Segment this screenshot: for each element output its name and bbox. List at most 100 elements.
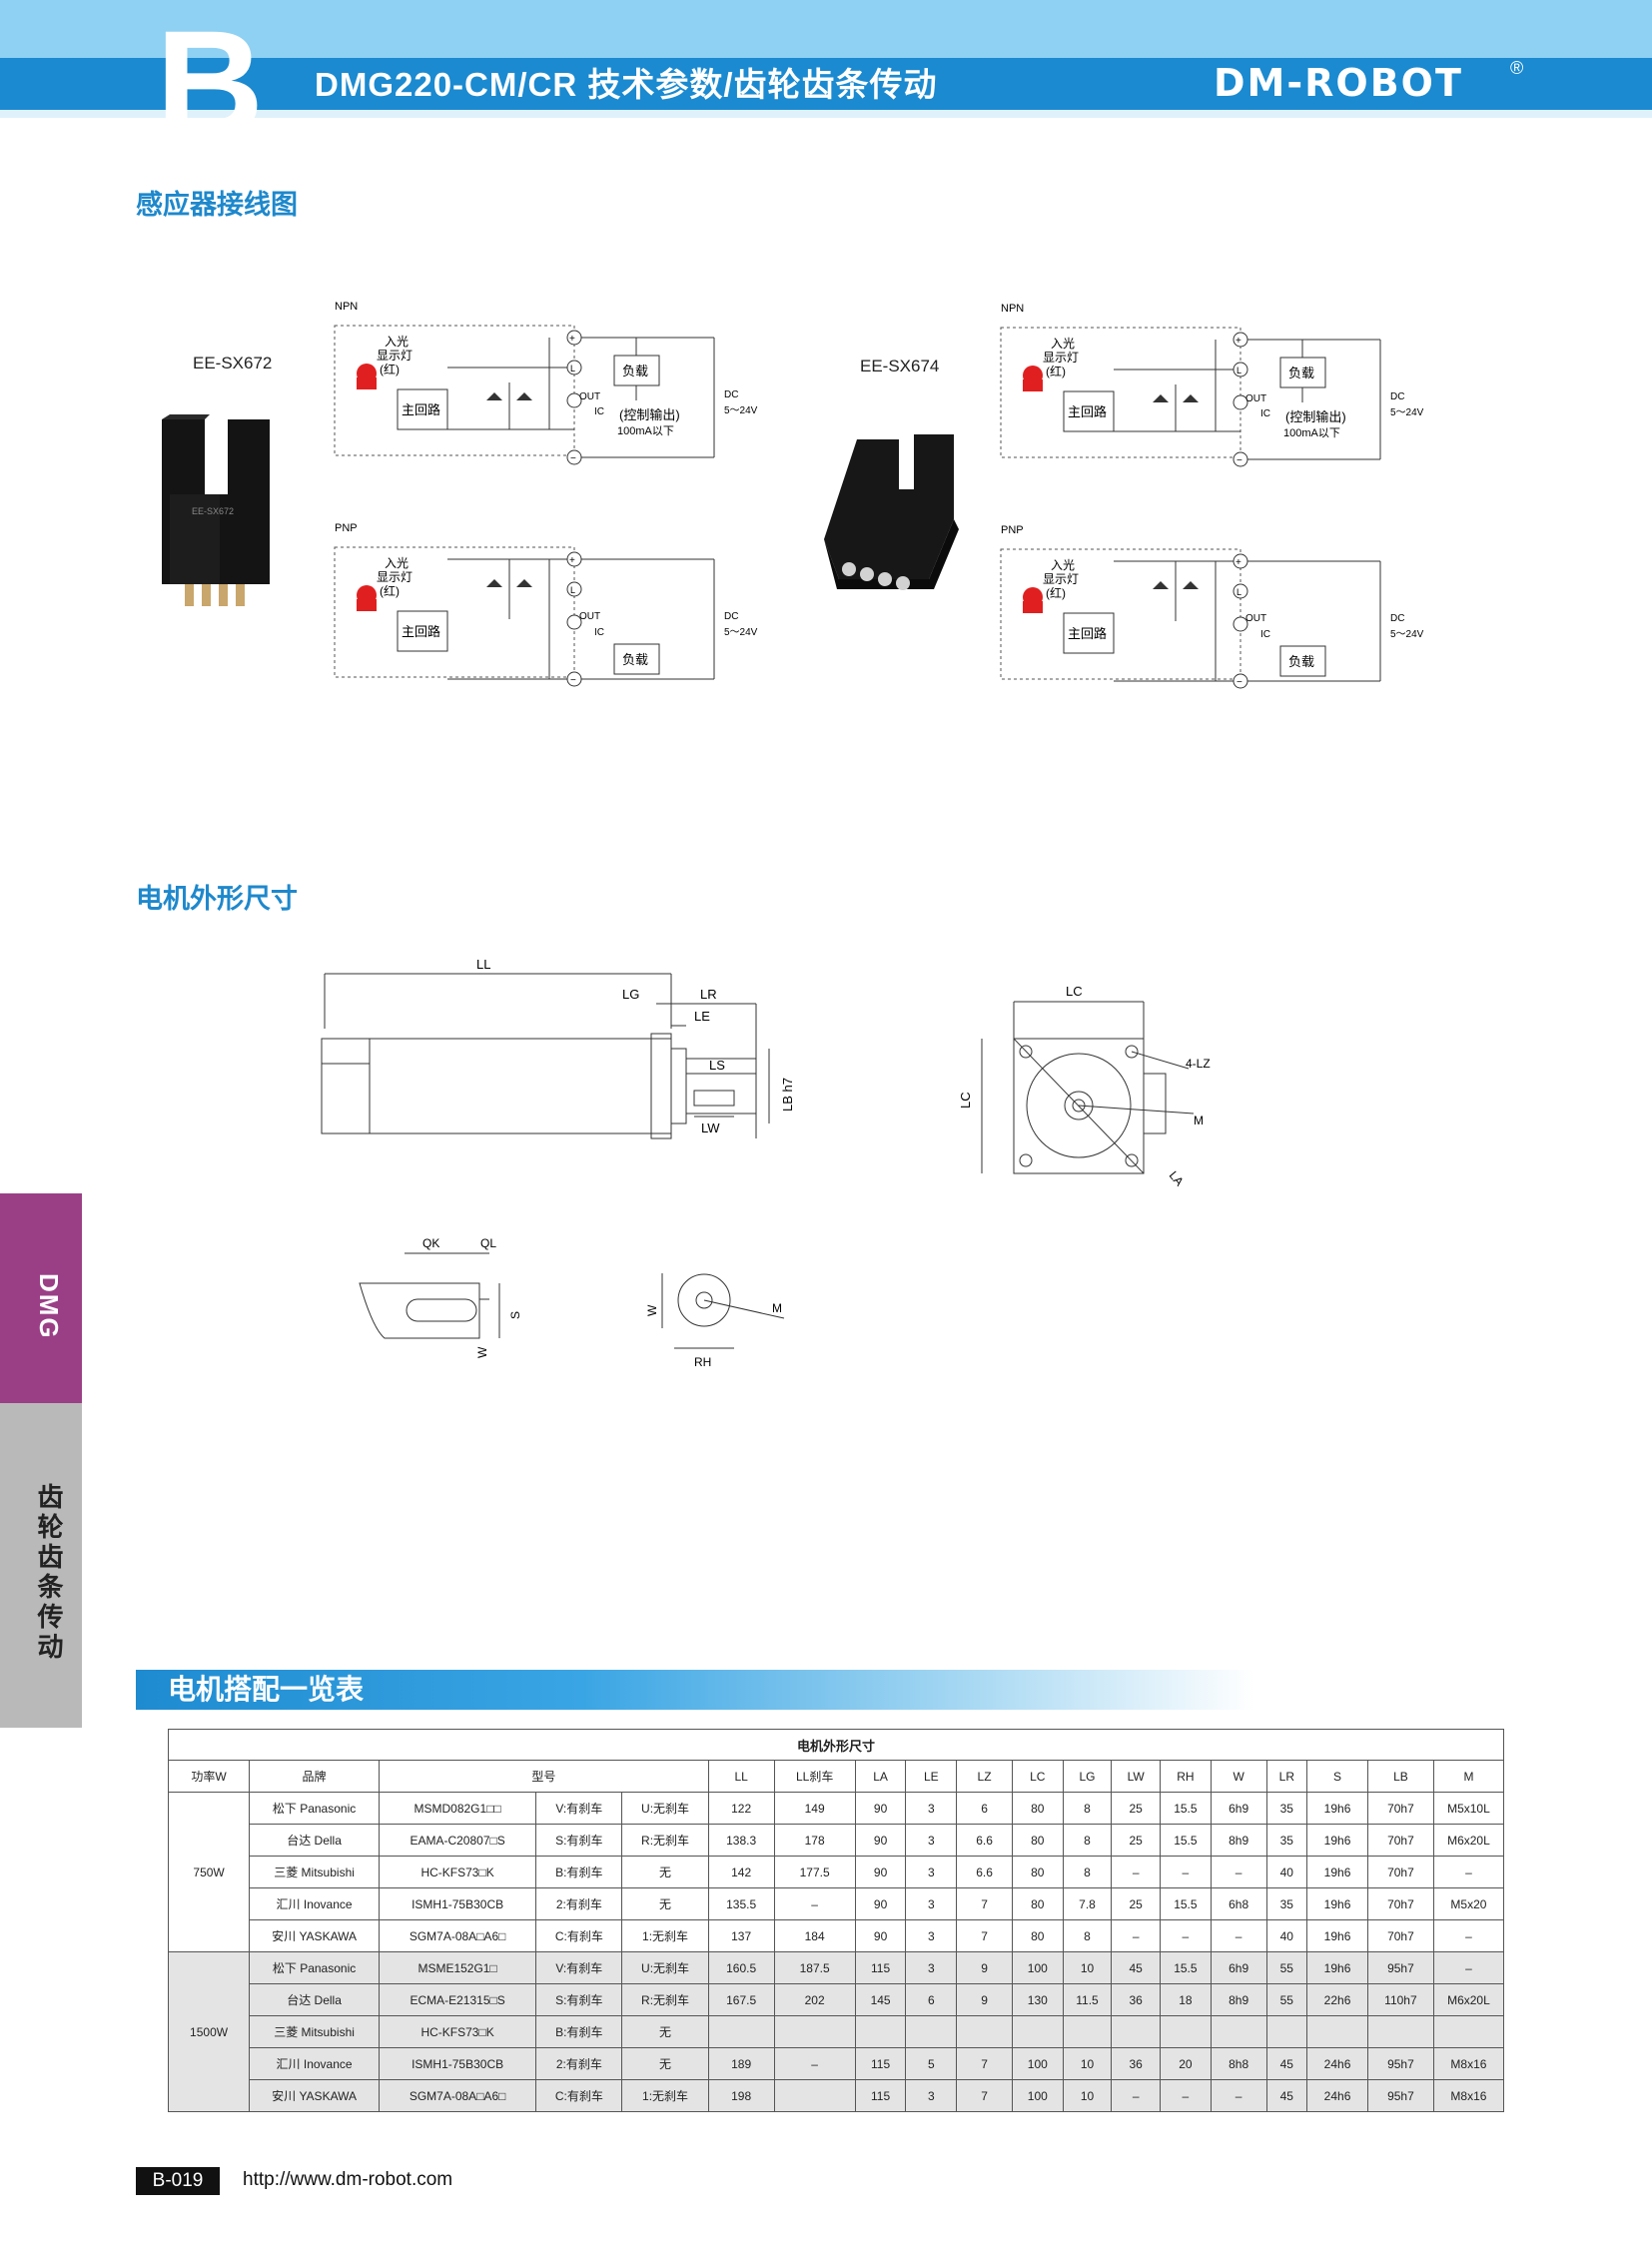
table-cell: – [1160,1919,1212,1952]
table-cell: 95h7 [1366,2047,1434,2080]
pnp-circuit-1: PNP 入光 显示灯 (红) 主回路 + L − OUT IC 负载 DC 5～… [334,522,758,687]
table-section-banner [136,1670,1254,1710]
table-cell: 25 [1111,1824,1162,1857]
svg-text:显示灯: 显示灯 [1043,572,1079,586]
table-cell: 25 [1111,1792,1162,1825]
svg-text:主回路: 主回路 [1068,626,1107,641]
svg-text:OUT: OUT [579,391,600,402]
table-cell: 40 [1265,1919,1308,1952]
svg-text:入光: 入光 [1051,337,1075,351]
table-cell: 7 [956,1919,1013,1952]
svg-text:LS: LS [709,1058,725,1073]
table-cell: 15.5 [1160,1887,1212,1920]
svg-text:LR: LR [700,987,717,1002]
table-cell: 70h7 [1366,1887,1434,1920]
table-cell: 6h9 [1210,1792,1267,1825]
svg-text:IC: IC [1260,629,1270,640]
svg-text:LG: LG [622,987,639,1002]
svg-text:(控制输出): (控制输出) [1285,409,1346,424]
table-cell: 90 [854,1792,907,1825]
svg-text:负载: 负载 [1288,366,1314,380]
table-cell: 松下 Panasonic [249,1792,380,1825]
section-title-matching: 电机搭配一览表 [168,1674,365,1705]
table-cell: 15.5 [1160,1951,1212,1984]
page-title: DMG220-CM/CR 技术参数/齿轮齿条传动 [315,66,938,103]
table-cell: 24h6 [1306,2079,1368,2112]
table-cell: HC-KFS73□K [378,1856,537,1888]
table-cell: 40 [1265,1856,1308,1888]
svg-text:L: L [1237,366,1241,375]
svg-text:入光: 入光 [385,556,409,570]
table-cell: 8h9 [1210,1983,1267,2016]
svg-text:DC: DC [724,389,738,400]
table-cell: 167.5 [707,1983,775,2016]
table-cell: 100 [1011,2047,1064,2080]
table-cell: 3 [905,1792,958,1825]
table-cell: 184 [773,1919,856,1952]
side-tab-gear-rack[interactable] [0,1403,82,1728]
svg-text:M: M [1194,1114,1204,1127]
table-cell: 90 [854,1919,907,1952]
table-cell: 138.3 [707,1824,775,1857]
table-cell: – [1210,2079,1267,2112]
table-cell [707,2015,775,2048]
svg-text:负载: 负载 [622,364,648,378]
table-cell: – [1160,2079,1212,2112]
table-cell: 3 [905,1951,958,1984]
table-cell: 9 [956,1951,1013,1984]
svg-text:IC: IC [594,627,604,638]
table-cell: 无 [621,1856,709,1888]
table-cell: 7 [956,2079,1013,2112]
table-cell: EAMA-C20807□S [378,1824,537,1857]
table-cell: 10 [1062,2079,1113,2112]
svg-text:LB h7: LB h7 [780,1078,795,1112]
table-cell: 安川 YASKAWA [249,2079,380,2112]
table-cell: 100 [1011,1951,1064,1984]
svg-text:5～24V: 5～24V [724,405,758,416]
svg-text:主回路: 主回路 [402,402,440,417]
table-cell: 1:无刹车 [621,2079,709,2112]
table-cell: 6 [905,1983,958,2016]
table-cell: V:有刹车 [535,1951,623,1984]
table-cell: 19h6 [1306,1951,1368,1984]
table-cell: U:无刹车 [621,1951,709,1984]
table-cell: 45 [1111,1951,1162,1984]
table-cell: M8x16 [1432,2047,1505,2080]
svg-text:5～24V: 5～24V [1390,407,1424,418]
table-cell: R:无刹车 [621,1824,709,1857]
table-cell: 无 [621,2047,709,2080]
table-cell: 6 [956,1792,1013,1825]
table-cell: V:有刹车 [535,1792,623,1825]
table-cell: – [1111,2079,1162,2112]
brand-logo: DM-ROBOT [1214,61,1463,105]
table-cell: – [1111,1856,1162,1888]
power-cell: 750W [167,1792,251,1952]
svg-text:IC: IC [594,406,604,417]
svg-text:(红): (红) [1046,364,1066,378]
col-header: LE [905,1760,958,1793]
table-cell: – [1111,1919,1162,1952]
col-header: W [1210,1760,1267,1793]
table-cell: 19h6 [1306,1824,1368,1857]
table-cell: 6h9 [1210,1951,1267,1984]
side-tab-dmg[interactable] [0,1193,82,1408]
table-cell: 19h6 [1306,1856,1368,1888]
svg-text:LE: LE [694,1009,710,1024]
svg-text:5～24V: 5～24V [1390,629,1424,640]
table-cell [956,2015,1013,2048]
circuit-diagrams-ee-sx674: NPN 入光 显示灯 (红) 主回路 + L − OUT IC 负载 (控制输出… [1000,303,1424,689]
table-cell: 36 [1111,1983,1162,2016]
table-cell: S:有刹车 [535,1824,623,1857]
table-cell [1062,2015,1113,2048]
svg-text:4-LZ: 4-LZ [1186,1057,1211,1071]
table-cell: 178 [773,1824,856,1857]
website-link[interactable]: http://www.dm-robot.com [243,2169,453,2190]
col-header: RH [1160,1760,1212,1793]
